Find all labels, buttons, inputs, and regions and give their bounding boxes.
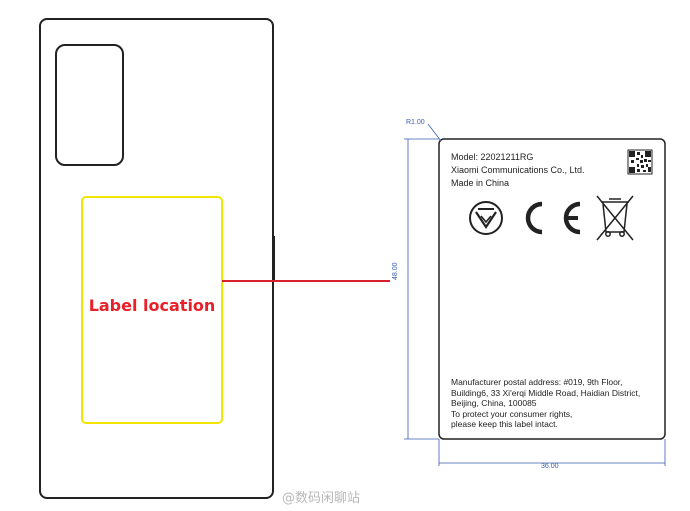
radius-leader <box>427 123 442 142</box>
height-dimension <box>404 138 439 440</box>
sticker-made-in: Made in China <box>451 178 510 188</box>
label-location-box <box>81 196 223 424</box>
sticker-model: Model: 22021211RG <box>451 152 534 162</box>
camera-module <box>55 44 124 166</box>
sticker-address-line: Beijing, China, 100085 <box>451 398 537 408</box>
qr-code-icon <box>627 149 653 175</box>
sticker-address-line: To protect your consumer rights, <box>451 408 573 419</box>
crossed-bin-icon <box>596 195 634 241</box>
phone-outline <box>39 18 274 499</box>
width-dimension-label: 36.00 <box>541 463 559 470</box>
sticker-company: Xiaomi Communications Co., Ltd. <box>451 165 585 175</box>
eac-mark-icon <box>469 201 503 235</box>
width-dimension <box>438 439 666 466</box>
sticker-address-line: Building6, 33 Xi'erqi Middle Road, Haidi… <box>451 387 641 398</box>
label-sticker <box>438 138 666 440</box>
sticker-address-line: Manufacturer postal address: #019, 9th F… <box>451 377 623 387</box>
sticker-address-line: please keep this label intact. <box>451 419 558 429</box>
height-dimension-label: 48.00 <box>392 262 399 280</box>
label-location-text: Label location <box>88 296 216 315</box>
radius-dimension-label: R1.00 <box>406 119 425 126</box>
watermark: @数码闲聊站 <box>282 491 361 506</box>
sticker-address-block: Manufacturer postal address: #019, 9th F… <box>451 377 640 430</box>
ce-mark-icon <box>525 201 581 235</box>
